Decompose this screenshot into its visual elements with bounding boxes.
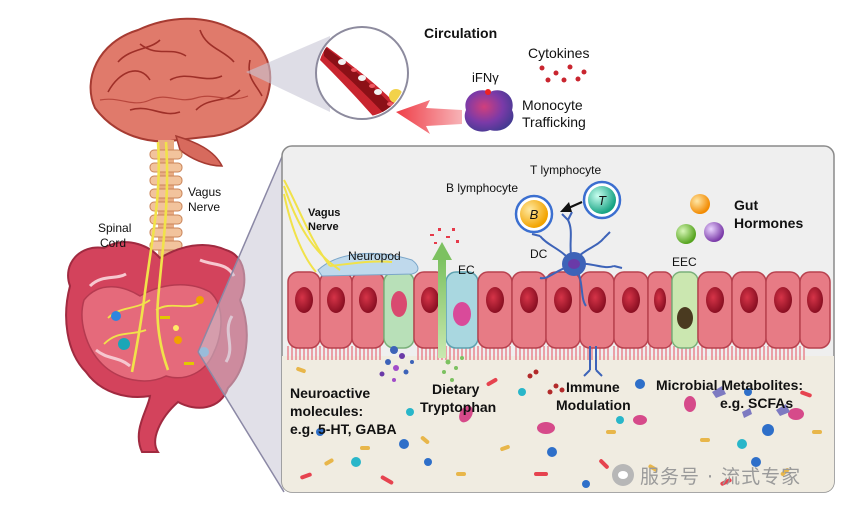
b-lymphocyte-cell: B	[514, 194, 554, 234]
spinal-cord-label: Spinal	[98, 221, 131, 235]
dc-label: DC	[530, 247, 548, 261]
immune-modulation-label-2: Modulation	[556, 397, 631, 413]
immune-modulation-marks	[583, 346, 603, 377]
wechat-icon	[612, 464, 634, 486]
svg-text:T: T	[598, 193, 607, 208]
watermark-text: 服务号 · 流式专家	[640, 465, 802, 488]
gut-hormones-label: Gut	[734, 197, 758, 213]
monocyte-trafficking-label: Monocyte	[522, 97, 583, 113]
b-lymphocyte-label: B lymphocyte	[446, 181, 518, 195]
lumen-microbes	[296, 366, 822, 488]
eec-label: EEC	[672, 255, 697, 269]
spinal-cord-label-2: Cord	[100, 236, 126, 250]
epithelial-layer	[287, 271, 831, 349]
cytokine-dots	[539, 64, 587, 83]
neuroactive-label-3: e.g. 5-HT, GABA	[290, 421, 397, 437]
t-lymphocyte-label: T lymphocyte	[530, 163, 601, 177]
cytokines-label: Cytokines	[528, 45, 589, 61]
microbial-metabolites-label-2: e.g. SCFAs	[720, 395, 793, 411]
brain	[89, 17, 272, 167]
t-to-b-arrow	[560, 200, 583, 212]
monocyte-cell	[464, 89, 514, 132]
circulation-label: Circulation	[424, 25, 497, 41]
inset-vagus-label-2: Nerve	[308, 221, 339, 233]
gut-inset-panel	[281, 145, 835, 493]
neuropod-process	[317, 253, 419, 277]
t-lymphocyte-cell: T	[582, 180, 622, 220]
dietary-tryptophan-label: Dietary	[432, 381, 480, 397]
microvilli	[287, 345, 805, 361]
gut-hormone-spheres	[676, 194, 724, 244]
neuroactive-label: Neuroactive	[290, 385, 370, 401]
trafficking-arrow	[396, 100, 462, 134]
gut-hormones-label-2: Hormones	[734, 215, 803, 231]
zoom-line-top	[197, 151, 285, 353]
neuroactive-dots	[379, 346, 414, 382]
tryptophan-dots	[442, 356, 464, 382]
immune-modulation-label: Immune	[566, 379, 620, 395]
inset-vagus-fibers	[283, 179, 393, 273]
neuroactive-label-2: molecules:	[290, 403, 363, 419]
zoom-line-bottom	[197, 351, 285, 493]
neuropod-label: Neuropod	[348, 249, 401, 263]
microbial-metabolites-label: Microbial Metabolites:	[656, 377, 803, 393]
dendritic-cell	[531, 211, 623, 307]
ec-secretion-dots	[430, 228, 459, 244]
brain-zoom-cone	[246, 36, 330, 112]
vagus-nerve-label: Vagus	[188, 185, 221, 199]
svg-text:B: B	[530, 207, 539, 222]
intestines	[65, 241, 248, 453]
dietary-tryptophan-label-2: Tryptophan	[420, 399, 496, 415]
ifng-label: iFNγ	[472, 70, 499, 85]
ec-secretion-arrow	[438, 258, 446, 358]
ec-label: EC	[458, 263, 475, 277]
vagus-nerve-label-2: Nerve	[188, 200, 220, 214]
watermark: 服务号 · 流式专家	[612, 460, 801, 490]
inset-vagus-label: Vagus	[308, 207, 340, 219]
circulation-blood-vessel	[315, 26, 409, 120]
zoom-cone	[198, 152, 284, 492]
monocyte-trafficking-label-2: Trafficking	[522, 114, 586, 130]
